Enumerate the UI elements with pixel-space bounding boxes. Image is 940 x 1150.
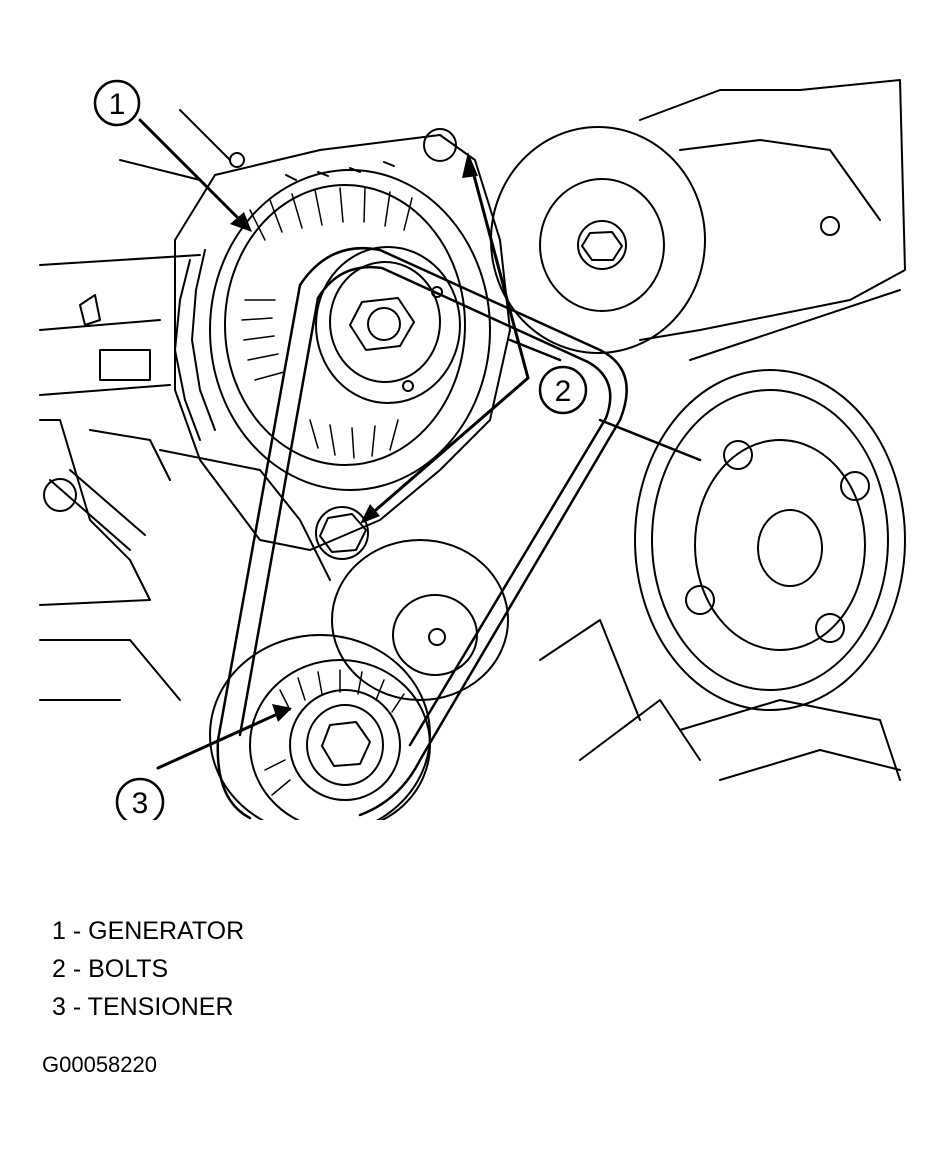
- arrowhead-tensioner: [272, 704, 292, 722]
- arrow-tensioner: [158, 712, 282, 768]
- arrow-bolt-lower: [370, 378, 528, 515]
- leader-arrows: [140, 120, 528, 768]
- callout-number-2: 2: [555, 375, 572, 408]
- idler-pulley-upper: [491, 127, 705, 353]
- idler-pulley-lower: [332, 540, 508, 700]
- callout-number-1: 1: [109, 88, 126, 121]
- arrowhead-bolt-upper: [462, 152, 478, 178]
- legend-item-generator: 1 - GENERATOR: [52, 917, 245, 945]
- callout-circles: [95, 81, 586, 820]
- legend-item-bolts: 2 - BOLTS: [52, 955, 169, 983]
- arrowhead-bolt-lower: [360, 504, 380, 524]
- figure-id: G00058220: [42, 1052, 157, 1077]
- generator-pulley: [316, 247, 460, 403]
- callout-circle-3: [117, 779, 163, 820]
- arrowhead-generator: [230, 212, 252, 232]
- belt-drive-illustration: 1 2 3: [0, 0, 940, 820]
- crankshaft-pulley: [635, 370, 905, 710]
- mounting-bolt-lower: [316, 507, 368, 559]
- callout-circle-1: [95, 81, 139, 125]
- generator-body: [175, 129, 510, 550]
- callout-number-3: 3: [132, 787, 149, 820]
- legend: 1 - GENERATOR 2 - BOLTS 3 - TENSIONER: [52, 912, 244, 1026]
- legend-item-tensioner: 3 - TENSIONER: [52, 993, 234, 1021]
- arrow-generator: [140, 120, 245, 225]
- arrow-bolt-upper: [472, 168, 528, 378]
- callout-circle-2: [540, 367, 586, 413]
- engine-block-outline: [40, 80, 905, 780]
